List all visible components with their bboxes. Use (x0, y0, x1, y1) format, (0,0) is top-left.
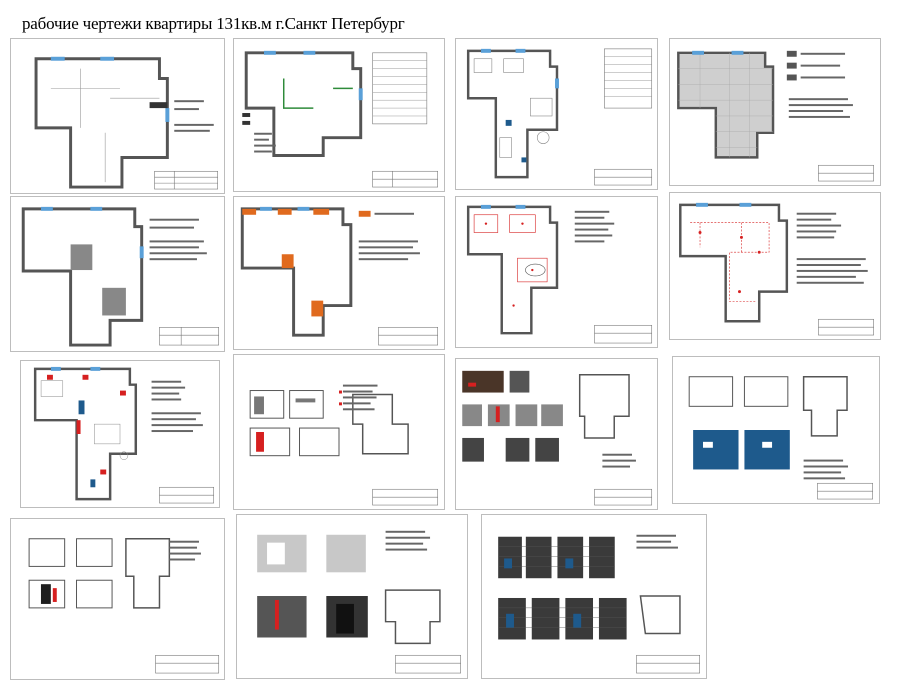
drawing-sheet-walls-plan-1[interactable] (10, 196, 225, 352)
drawing-sheet-walls-plan-2[interactable] (233, 196, 445, 350)
drawing-sheet-ceiling-plan[interactable] (455, 196, 658, 348)
drawing-sheet-dismantling-plan[interactable] (233, 38, 445, 192)
drawing-sheet-elevations-3[interactable] (672, 356, 880, 504)
drawing-sheet-elevations-4[interactable] (10, 518, 225, 680)
drawing-sheet-elevations-6[interactable] (481, 514, 707, 679)
drawing-sheet-electrical-plan[interactable] (20, 360, 220, 508)
drawing-sheet-lighting-plan[interactable] (669, 192, 881, 340)
drawing-sheet-furniture-plan[interactable] (455, 38, 658, 190)
drawing-sheet-existing-plan[interactable] (10, 38, 225, 194)
drawing-sheet-elevations-5[interactable] (236, 514, 468, 679)
drawing-sheet-elevations-2[interactable] (455, 358, 658, 510)
drawing-sheet-elevations-1[interactable] (233, 354, 445, 510)
drawing-sheet-floor-plan[interactable] (669, 38, 881, 186)
page-title: рабочие чертежи квартиры 131кв.м г.Санкт… (22, 14, 405, 33)
